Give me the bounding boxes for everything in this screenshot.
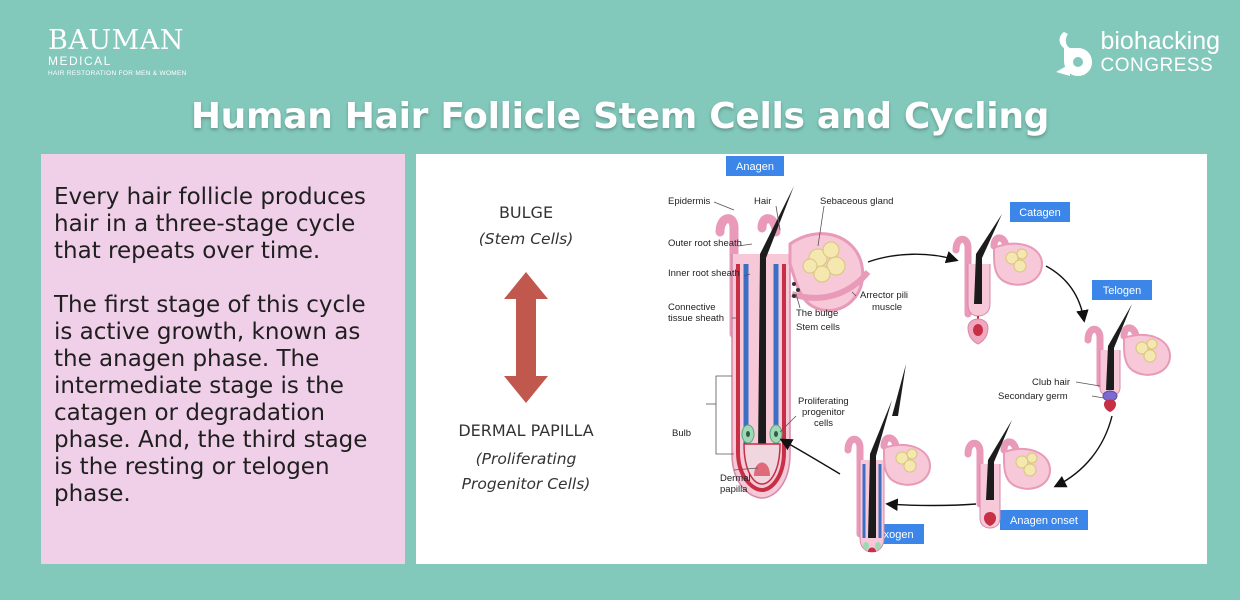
label-arrector-2: muscle bbox=[872, 302, 902, 313]
label-the-bulge: The bulge bbox=[796, 308, 838, 319]
label-sebaceous-gland: Sebaceous gland bbox=[820, 196, 893, 207]
svg-text:Anagen: Anagen bbox=[736, 161, 774, 173]
bulge-subtitle: (Stem Cells) bbox=[479, 230, 574, 248]
page-title: Human Hair Follicle Stem Cells and Cycli… bbox=[190, 96, 1050, 137]
description-paragraph-1: Every hair follicle produces hair in a t… bbox=[54, 184, 366, 264]
label-stem-cells: Stem cells bbox=[796, 322, 840, 333]
bauman-logo-name: BAUMAN bbox=[48, 25, 184, 56]
label-outer-root-sheath: Outer root sheath bbox=[668, 238, 742, 249]
description-paragraph-2: The first stage of this cycle is active … bbox=[54, 292, 368, 507]
label-connective-1: Connective bbox=[668, 302, 716, 313]
dermal-papilla-subtitle-2: Progenitor Cells) bbox=[462, 475, 591, 493]
catagen-follicle bbox=[952, 214, 1044, 345]
svg-text:Anagen onset: Anagen onset bbox=[1010, 515, 1078, 527]
label-dermal-2: papilla bbox=[720, 484, 748, 495]
label-inner-root-sheath: Inner root sheath bbox=[668, 268, 740, 279]
telogen-follicle bbox=[1084, 304, 1172, 412]
hair-cycle-diagram: BULGE (Stem Cells) DERMAL PAPILLA (Proli… bbox=[416, 154, 1207, 564]
stage-label-anagen-onset: Anagen onset bbox=[1000, 510, 1088, 530]
stage-label-anagen: Anagen bbox=[726, 156, 784, 176]
label-proliferating-3: cells bbox=[814, 418, 833, 429]
double-arrow-icon bbox=[504, 272, 548, 403]
anagen-onset-follicle bbox=[964, 420, 1052, 529]
label-club-hair: Club hair bbox=[1032, 377, 1070, 388]
stage-label-catagen: Catagen bbox=[1010, 202, 1070, 222]
description-panel: Every hair follicle produces hair in a t… bbox=[41, 154, 405, 564]
dermal-papilla-subtitle-1: (Proliferating bbox=[476, 450, 577, 468]
label-epidermis: Epidermis bbox=[668, 196, 710, 207]
bauman-medical-logo: BAUMAN MEDICAL HAIR RESTORATION FOR MEN … bbox=[48, 25, 187, 77]
label-connective-2: tissue sheath bbox=[668, 313, 724, 324]
biohacking-congress-logo: biohacking CONGRESS bbox=[1054, 28, 1220, 80]
biohacking-b-icon bbox=[1056, 32, 1093, 76]
anagen-follicle bbox=[715, 186, 871, 499]
svg-text:Catagen: Catagen bbox=[1019, 207, 1061, 219]
label-secondary-germ: Secondary germ bbox=[998, 391, 1068, 402]
svg-text:Telogen: Telogen bbox=[1103, 285, 1142, 297]
dermal-papilla-title: DERMAL PAPILLA bbox=[458, 421, 593, 440]
bauman-logo-sub: MEDICAL bbox=[48, 54, 112, 68]
biohacking-logo-line2: CONGRESS bbox=[1100, 55, 1214, 76]
stage-label-telogen: Telogen bbox=[1092, 280, 1152, 300]
bulge-title: BULGE bbox=[499, 203, 553, 222]
exogen-follicle bbox=[844, 364, 932, 553]
biohacking-logo-line1: biohacking bbox=[1100, 27, 1220, 55]
bauman-logo-tagline: HAIR RESTORATION FOR MEN & WOMEN bbox=[48, 70, 187, 77]
label-hair: Hair bbox=[754, 196, 771, 207]
label-dermal-1: Dermal bbox=[720, 473, 751, 484]
cycle-arrows bbox=[779, 251, 1113, 511]
label-proliferating-1: Proliferating bbox=[798, 396, 849, 407]
label-arrector-1: Arrector pili bbox=[860, 290, 908, 301]
label-proliferating-2: progenitor bbox=[802, 407, 845, 418]
hair-cycle-svg: BULGE (Stem Cells) DERMAL PAPILLA (Proli… bbox=[458, 156, 1172, 553]
svg-text:Exogen: Exogen bbox=[876, 529, 913, 541]
label-bulb: Bulb bbox=[672, 428, 691, 439]
